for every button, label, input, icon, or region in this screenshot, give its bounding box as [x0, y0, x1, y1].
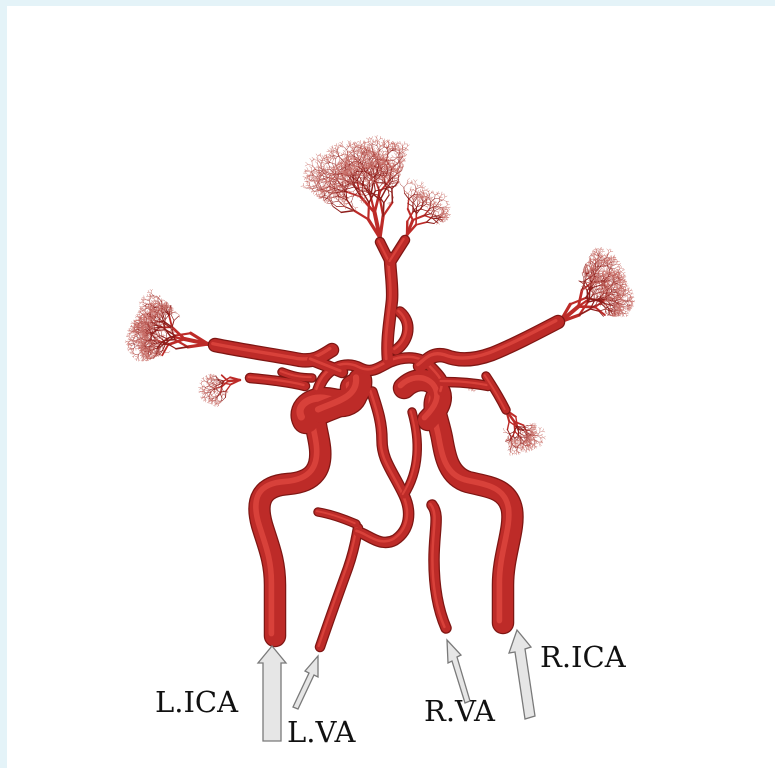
left-ica-label: L.ICA	[155, 685, 239, 719]
left-va-label: L.VA	[287, 715, 356, 749]
tree-right-small	[503, 410, 545, 456]
tree-left-small	[199, 374, 241, 407]
left-ica-vessel	[259, 408, 320, 636]
right-ica-arrow	[509, 630, 535, 719]
tree-left-large	[125, 289, 208, 361]
tree-top-small	[400, 178, 451, 235]
tree-right-large	[560, 247, 635, 322]
right-ica-label: R.ICA	[540, 640, 627, 674]
right-va-label: R.VA	[424, 694, 496, 728]
tree-top-large	[301, 135, 410, 238]
left-ica-arrow	[258, 646, 286, 741]
left-va-arrow	[293, 656, 318, 709]
circle-of-willis	[213, 239, 558, 647]
